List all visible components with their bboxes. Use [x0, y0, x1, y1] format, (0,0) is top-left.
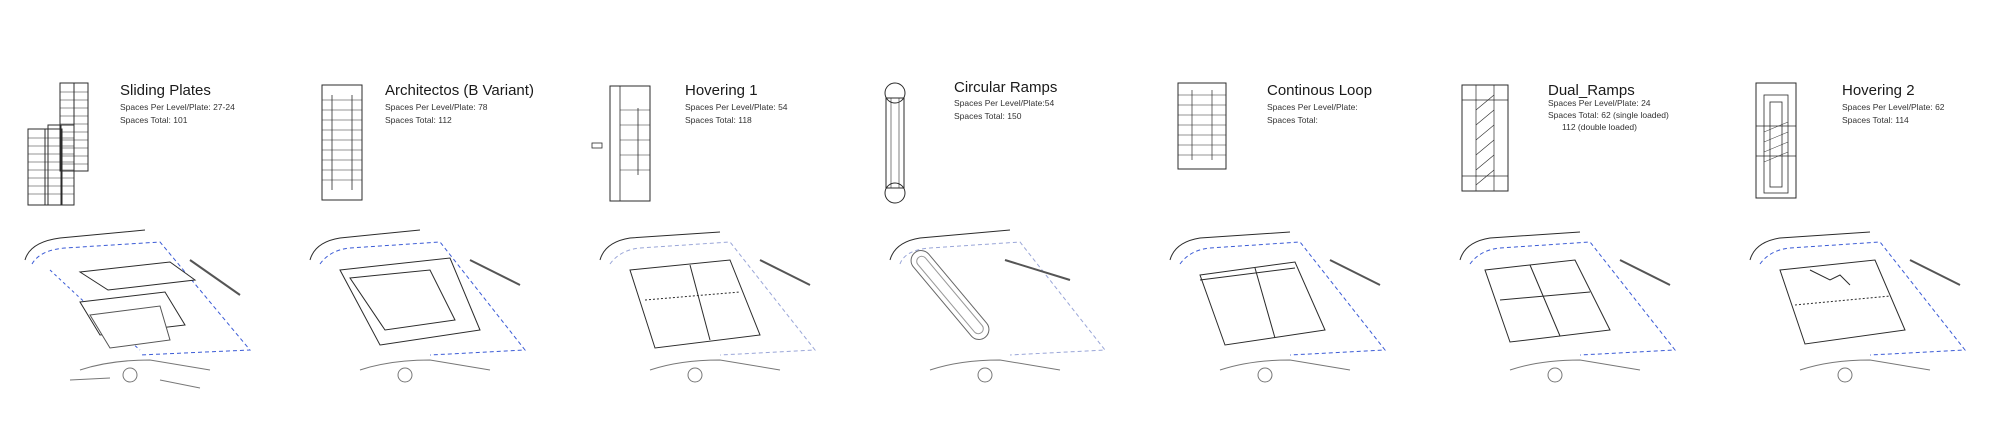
- panel-title: Architectos (B Variant): [385, 82, 534, 99]
- panel-hovering-1: Hovering 1 Spaces Per Level/Plate: 54 Sp…: [591, 0, 886, 431]
- panel-spaces-per-level: Spaces Per Level/Plate: 78: [385, 102, 488, 112]
- plan-diagram-continous-loop: [1177, 82, 1227, 170]
- plan-diagram-hovering-1: [591, 85, 651, 202]
- plan-diagram-dual-ramps: [1461, 84, 1509, 192]
- iso-diagram-circular-ramps: [889, 229, 1106, 383]
- panel-spaces-total: Spaces Total: 62 (single loaded): [1548, 110, 1669, 120]
- panel-spaces-total: Spaces Total: 150: [954, 111, 1022, 121]
- panel-spaces-total-alt: 112 (double loaded): [1562, 122, 1637, 132]
- panel-architectos: Architectos (B Variant) Spaces Per Level…: [309, 0, 596, 431]
- panel-sliding-plates: Sliding Plates Spaces Per Level/Plate: 2…: [20, 0, 306, 431]
- panel-spaces-total: Spaces Total: 112: [385, 115, 452, 125]
- iso-diagram-architectos: [309, 229, 526, 383]
- panel-title: Hovering 1: [685, 82, 758, 99]
- panel-spaces-total: Spaces Total: 101: [120, 115, 188, 125]
- panel-spaces-per-level: Spaces Per Level/Plate:: [1267, 102, 1358, 112]
- iso-diagram-hovering-1: [599, 231, 816, 383]
- panel-spaces-total: Spaces Total: 114: [1842, 115, 1909, 125]
- panel-spaces-per-level: Spaces Per Level/Plate: 27-24: [120, 102, 235, 112]
- panel-dual-ramps: Dual_Ramps Spaces Per Level/Plate: 24 Sp…: [1459, 0, 1746, 431]
- plan-diagram-sliding-plates: [27, 82, 89, 206]
- panel-spaces-per-level: Spaces Per Level/Plate: 24: [1548, 98, 1651, 108]
- panel-spaces-per-level: Spaces Per Level/Plate: 62: [1842, 102, 1945, 112]
- panel-continous-loop: Continous Loop Spaces Per Level/Plate: S…: [1169, 0, 1456, 431]
- panel-hovering-2: Hovering 2 Spaces Per Level/Plate: 62 Sp…: [1749, 0, 2000, 431]
- iso-diagram-hovering-2: [1749, 231, 1966, 383]
- panel-title: Sliding Plates: [120, 82, 211, 99]
- panel-spaces-total: Spaces Total:: [1267, 115, 1318, 125]
- panel-spaces-total: Spaces Total: 118: [685, 115, 752, 125]
- iso-diagram-continous-loop: [1169, 231, 1386, 383]
- panel-spaces-per-level: Spaces Per Level/Plate:54: [954, 98, 1055, 108]
- panel-circular-ramps: Circular Ramps Spaces Per Level/Plate:54…: [880, 0, 1166, 431]
- iso-diagram-sliding-plates: [24, 229, 252, 389]
- plan-diagram-architectos: [321, 84, 363, 201]
- plan-diagram-hovering-2: [1755, 82, 1797, 199]
- panel-title: Circular Ramps: [954, 79, 1058, 96]
- panel-spaces-per-level: Spaces Per Level/Plate: 54: [685, 102, 788, 112]
- iso-diagram-dual-ramps: [1459, 231, 1676, 383]
- panel-title: Hovering 2: [1842, 82, 1915, 99]
- panel-title: Dual_Ramps: [1548, 82, 1635, 99]
- plan-diagram-circular-ramps: [884, 82, 906, 204]
- panel-title: Continous Loop: [1267, 82, 1373, 99]
